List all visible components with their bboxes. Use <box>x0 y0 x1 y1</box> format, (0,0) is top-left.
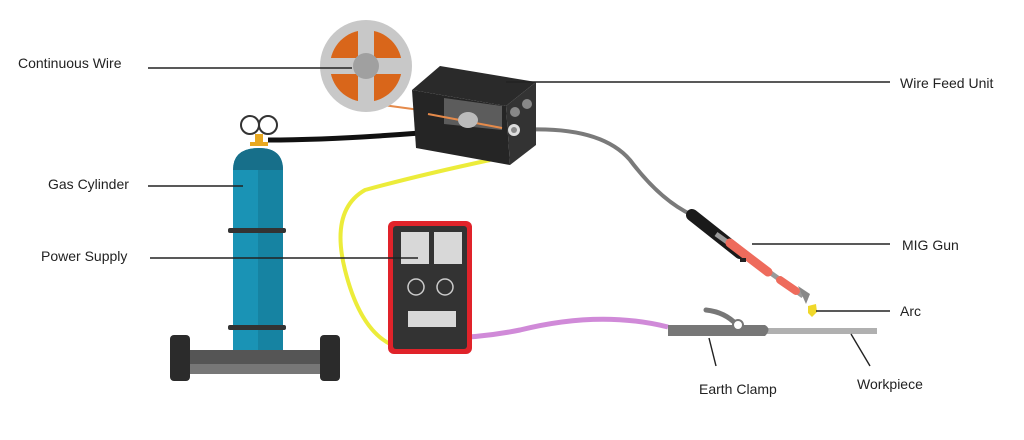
label-mig-gun: MIG Gun <box>902 237 959 253</box>
leader-lines <box>148 67 890 367</box>
power-supply <box>388 221 472 354</box>
label-earth-clamp: Earth Clamp <box>699 381 777 397</box>
mig-gun <box>686 209 810 304</box>
arc-spark <box>808 304 817 317</box>
gun-cable <box>517 127 693 217</box>
label-continuous-wire: Continuous Wire <box>18 55 122 71</box>
label-arc: Arc <box>900 303 921 319</box>
earth-clamp <box>668 307 769 336</box>
label-wire-feed-unit: Wire Feed Unit <box>900 75 993 91</box>
continuous-wire-spool <box>320 20 412 112</box>
yellow-cable <box>338 158 491 347</box>
gas-cylinder <box>170 115 340 381</box>
label-gas-cylinder: Gas Cylinder <box>48 176 129 192</box>
earth-cable <box>441 316 669 341</box>
workpiece <box>745 328 877 334</box>
gas-hose <box>267 130 421 143</box>
label-power-supply: Power Supply <box>41 248 127 264</box>
label-workpiece: Workpiece <box>857 376 923 392</box>
wire-feed-unit <box>412 66 536 165</box>
